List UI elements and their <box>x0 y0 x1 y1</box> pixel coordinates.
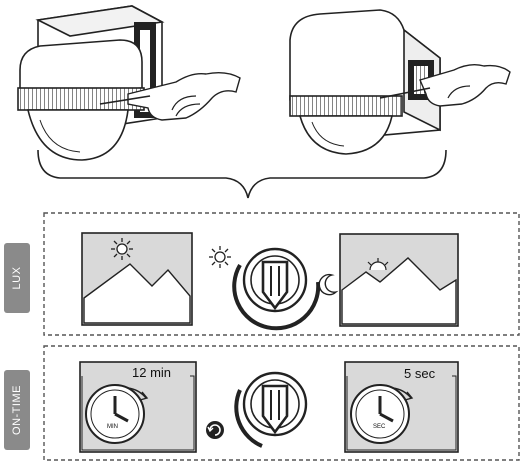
sun-knob-icon <box>209 246 231 268</box>
min-unit-label: MIN <box>107 424 118 430</box>
lux-adjust-knob <box>234 249 318 328</box>
ontime-tab: ON-TIME <box>4 370 30 450</box>
night-scene <box>340 234 458 326</box>
sec-unit-label: SEC <box>373 424 385 430</box>
lux-tab-label: LUX <box>11 267 23 290</box>
ontime-adjust-knob <box>236 373 306 446</box>
sensor-left-illustration <box>18 6 240 160</box>
moon-icon <box>319 275 336 295</box>
ontime-tab-label: ON-TIME <box>11 385 23 435</box>
sun-icon <box>111 238 133 260</box>
lux-tab: LUX <box>4 243 30 313</box>
min-value-label: 12 min <box>132 365 171 380</box>
sensor-right-illustration <box>290 10 510 154</box>
day-scene <box>82 233 192 325</box>
rotate-arrow-icon <box>206 421 224 439</box>
sec-value-label: 5 sec <box>404 366 435 381</box>
